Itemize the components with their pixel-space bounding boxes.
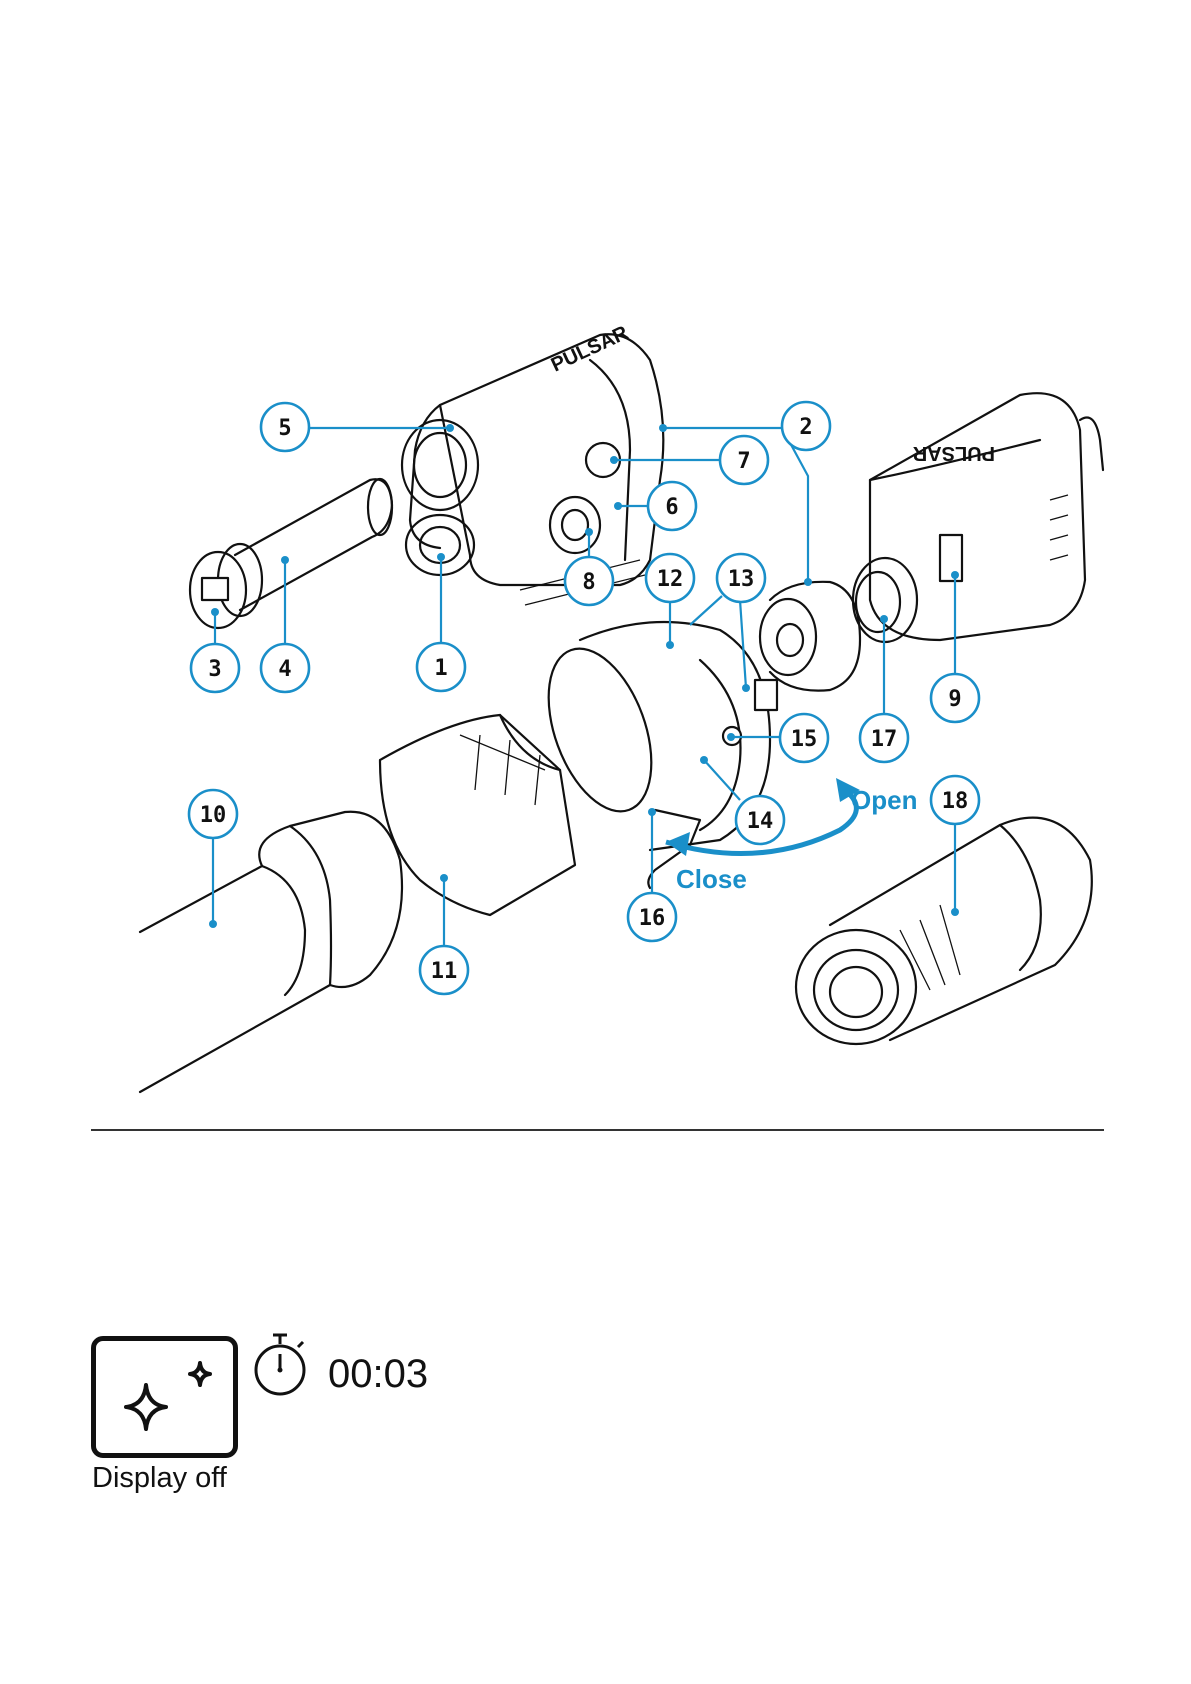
callout-7: 7 — [720, 436, 768, 484]
callout-18: 18 — [931, 776, 979, 824]
callout-9: 9 — [931, 674, 979, 722]
svg-text:12: 12 — [657, 567, 684, 592]
open-label: Open — [851, 785, 917, 815]
brand-logo-text-mirrored: PULSAR — [912, 442, 995, 464]
svg-text:16: 16 — [639, 906, 666, 931]
svg-text:1: 1 — [434, 656, 447, 681]
svg-text:4: 4 — [278, 657, 291, 682]
callout-4: 4 — [261, 644, 309, 692]
callout-6: 6 — [648, 482, 696, 530]
svg-text:10: 10 — [200, 803, 227, 828]
close-label: Close — [676, 864, 747, 894]
svg-text:3: 3 — [208, 657, 221, 682]
sparkle-icon — [96, 1341, 233, 1453]
callout-2: 2 — [782, 402, 830, 450]
callout-1: 1 — [417, 643, 465, 691]
svg-text:11: 11 — [431, 959, 458, 984]
callouts: 1 2 3 4 5 6 7 8 9 — [189, 402, 979, 994]
callout-8: 8 — [565, 557, 613, 605]
callout-11: 11 — [420, 946, 468, 994]
callout-14: 14 — [736, 796, 784, 844]
callout-3: 3 — [191, 644, 239, 692]
display-off-icon — [91, 1336, 238, 1458]
svg-text:8: 8 — [582, 570, 595, 595]
callout-17: 17 — [860, 714, 908, 762]
svg-text:14: 14 — [747, 809, 774, 834]
display-off-label: Display off — [92, 1462, 227, 1495]
svg-text:2: 2 — [799, 415, 812, 440]
section-divider — [91, 1129, 1104, 1131]
callout-16: 16 — [628, 893, 676, 941]
svg-text:18: 18 — [942, 789, 969, 814]
stopwatch-icon — [253, 1332, 309, 1398]
svg-text:7: 7 — [737, 449, 750, 474]
svg-text:5: 5 — [278, 416, 291, 441]
svg-text:17: 17 — [871, 727, 898, 752]
svg-text:6: 6 — [665, 495, 678, 520]
callout-10: 10 — [189, 790, 237, 838]
callout-5: 5 — [261, 403, 309, 451]
svg-text:15: 15 — [791, 727, 818, 752]
svg-text:13: 13 — [728, 567, 755, 592]
brand-logo-text: PULSAR — [548, 322, 632, 377]
callout-13: 13 — [717, 554, 765, 602]
callout-12: 12 — [646, 554, 694, 602]
callout-15: 15 — [780, 714, 828, 762]
open-close-arrows: Open Close — [666, 778, 917, 894]
timer-value: 00:03 — [328, 1352, 428, 1397]
svg-text:9: 9 — [948, 687, 961, 712]
